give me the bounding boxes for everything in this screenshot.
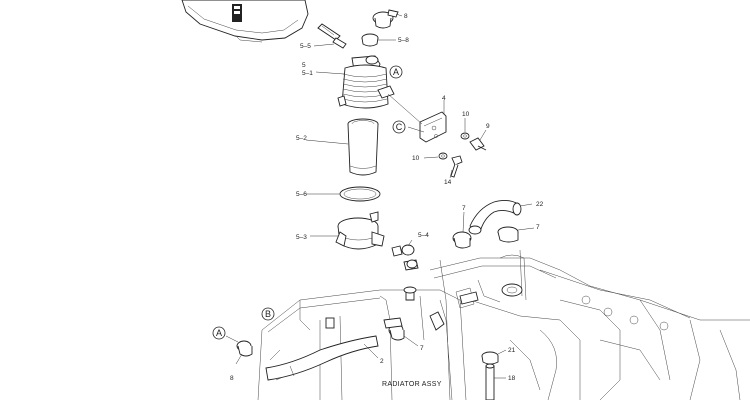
label-21: 21 [508,347,516,354]
hose-22 [468,199,533,235]
label-5-4: 5–4 [418,232,429,239]
label-5-6: 5–6 [296,191,307,198]
label-5-2: 5–2 [296,135,307,142]
clamp-top [372,9,403,29]
engine-block [429,249,750,400]
label-18: 18 [508,375,516,382]
label-8-top: 8 [404,13,408,20]
bracket-part [387,93,447,143]
label-4: 4 [442,95,446,102]
air-cleaner-housing [181,0,309,43]
callout-c: C [392,120,406,134]
fasteners [423,118,487,179]
radiator-assy-label: RADIATOR ASSY [382,381,442,388]
label-7a: 7 [462,205,466,212]
callout-a-bottom: A [212,326,226,340]
clamp-21 [481,349,507,365]
clamp-7c [383,317,419,347]
svg-text:C: C [396,122,403,132]
small-hose-parts [391,239,419,271]
gasket-ring [306,186,381,202]
clamp-5-8 [361,33,396,47]
label-7c: 7 [420,345,424,352]
clamp-8-bottom [225,335,253,365]
label-14: 14 [444,179,452,186]
filter-element [305,118,379,176]
label-5-3: 5–3 [296,234,307,241]
label-2: 2 [380,358,384,365]
svg-text:B: B [265,309,271,319]
callout-a-top: A [389,65,403,79]
sensor-part [313,23,347,49]
hose-18 [485,363,506,400]
label-5-8: 5–8 [398,37,409,44]
label-22: 22 [536,201,544,208]
clamp-7a [452,211,472,249]
label-5-1: 5–1 [302,70,313,77]
label-8-bottom: 8 [230,375,234,382]
label-9: 9 [486,123,490,130]
callout-b: B [261,307,275,321]
label-10a: 10 [462,111,470,118]
radiator-assy [257,286,479,400]
svg-text:A: A [393,67,399,77]
label-7b: 7 [536,224,540,231]
label-5: 5 [302,62,306,69]
svg-text:A: A [216,328,222,338]
label-5-5: 5–5 [300,43,311,50]
clamp-7b [497,226,535,243]
hose-2 [265,335,379,381]
air-cleaner-body [315,55,395,109]
dust-cup [310,211,385,250]
label-10b: 10 [412,155,420,162]
